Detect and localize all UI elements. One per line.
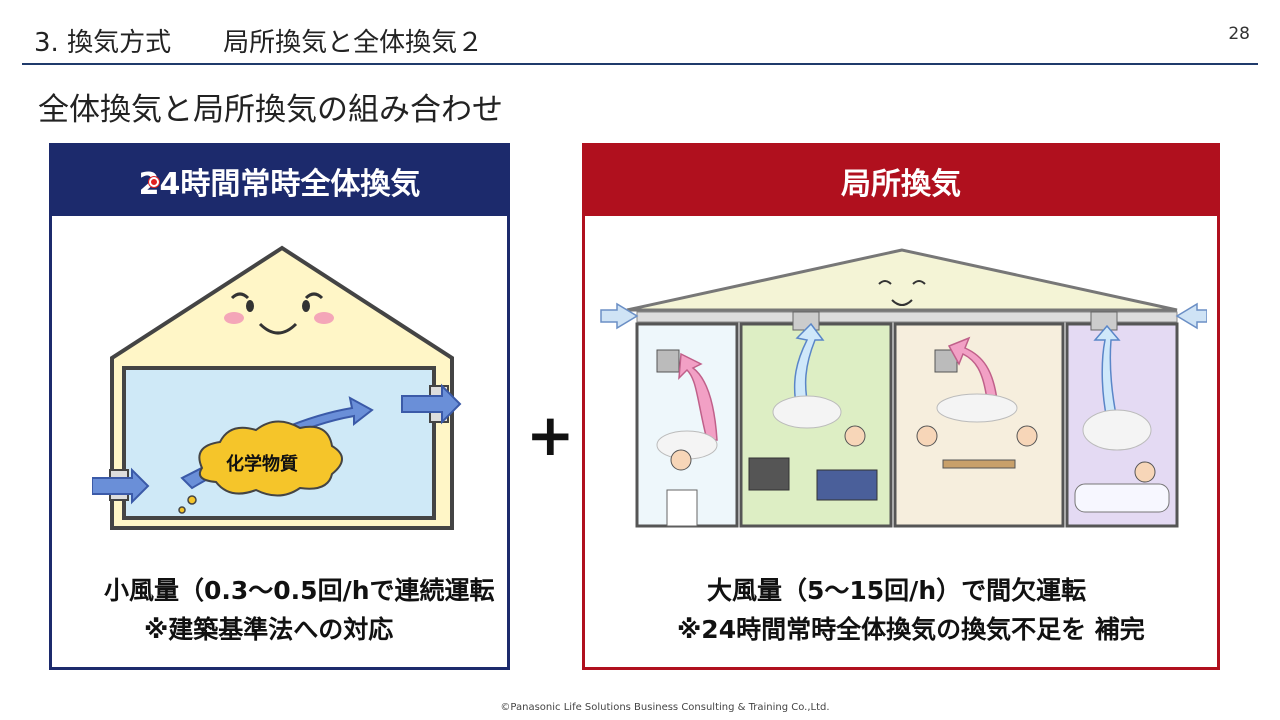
whole-house-ventilation-title: 24時間常時全体換気 [52, 146, 507, 216]
smiling-face-icon [224, 292, 334, 335]
pointer-dot-icon [149, 177, 159, 187]
tv-icon [748, 457, 790, 491]
header-title: 3. 換気方式 局所換気と全体換気２ [34, 28, 484, 58]
dining-table-icon [942, 459, 1016, 469]
house-local-ventilation-illustration [600, 248, 1207, 528]
whole-house-ventilation-panel: 24時間常時全体換気 化学物質 小風量（0.3～0.5回/hで [49, 143, 510, 670]
page-number: 28 [1228, 24, 1250, 44]
footer-copyright: ©Panasonic Life Solutions Business Consu… [500, 702, 830, 713]
whole-ventilation-caption: 小風量（0.3～0.5回/hで連続運転 [104, 576, 495, 605]
house-whole-ventilation-illustration: 化学物質 [92, 245, 462, 530]
local-ventilation-caption: 大風量（5～15回/h）で間欠運転 [707, 576, 1087, 605]
header-divider [22, 63, 1258, 65]
local-ventilation-title: 局所換気 [585, 146, 1217, 216]
toilet-icon [666, 489, 698, 527]
sofa-icon [816, 469, 878, 501]
building-standard-note: ※建築基準法への対応 [144, 615, 394, 644]
toilet-fan-icon [656, 349, 680, 373]
chemical-cloud-label: 化学物質 [226, 453, 298, 475]
slide-subtitle: 全体換気と局所換気の組み合わせ [38, 92, 503, 128]
bathtub-icon [1074, 483, 1170, 513]
roof-face-icon [878, 280, 926, 306]
local-ventilation-panel: 局所換気 [582, 143, 1220, 670]
supplement-note: ※24時間常時全体換気の換気不足を 補完 [677, 615, 1145, 644]
plus-sign: + [526, 401, 575, 469]
